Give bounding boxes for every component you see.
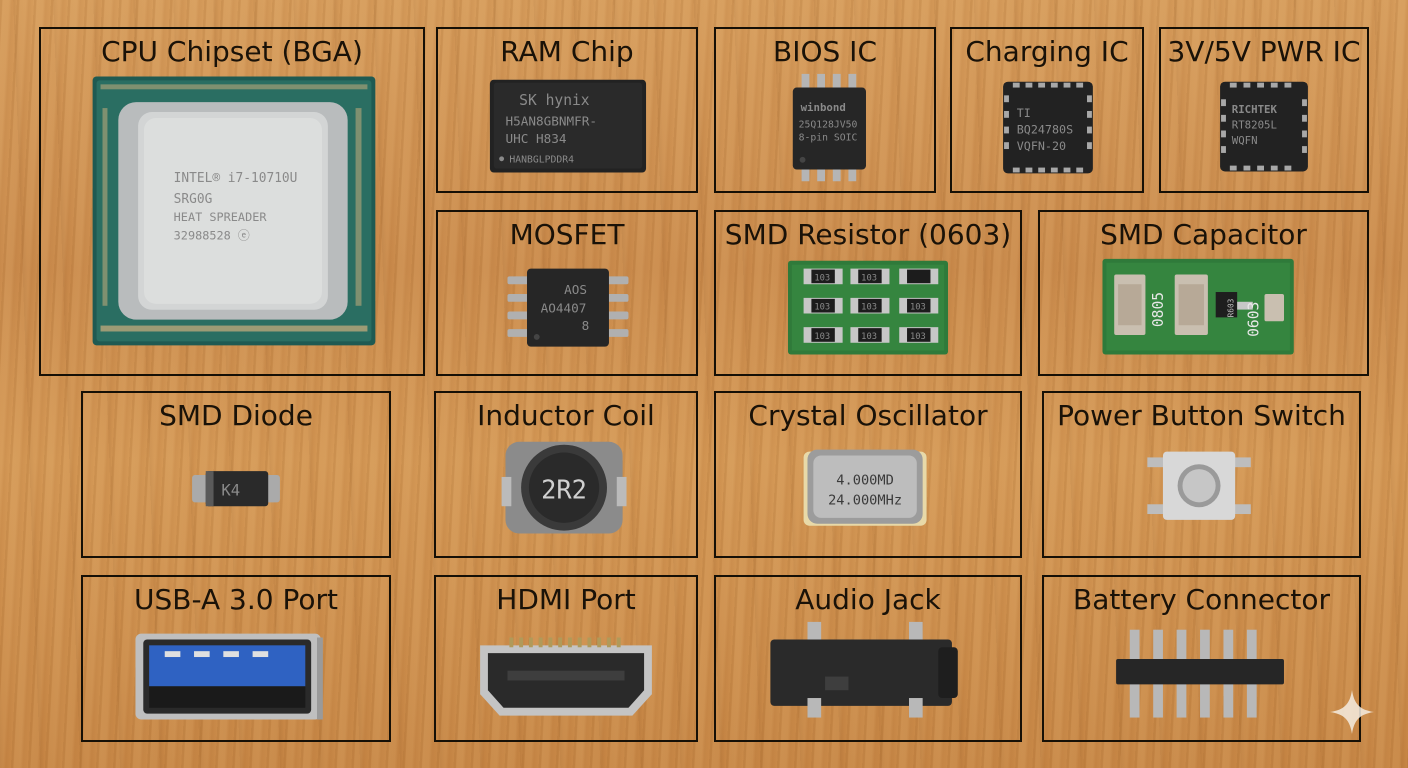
- sparkle-icon: [1330, 690, 1374, 734]
- charging-ic-label: Charging IC: [965, 35, 1129, 68]
- battery-connector-label: Battery Connector: [1073, 583, 1330, 616]
- diode-marking: K4: [221, 481, 240, 499]
- ram-chip-panel: RAM Chip SK hynix H5AN8GBNMFR- UHC H834 …: [436, 27, 698, 193]
- inductor-coil-label: Inductor Coil: [477, 399, 655, 432]
- bios-ic-label: BIOS IC: [773, 35, 877, 68]
- ram-marking-3: UHC H834: [506, 131, 567, 146]
- bios-marking-2: 25Q128JV50: [799, 120, 858, 131]
- inductor-marking: 2R2: [541, 474, 587, 504]
- mosfet-marking-2: AO4407: [541, 301, 587, 316]
- usb-port-panel: USB-A 3.0 Port: [81, 575, 391, 742]
- battery-connector-image: [1116, 629, 1284, 718]
- capacitor-marking-3: 0603: [1246, 302, 1263, 337]
- mosfet-marking-3: 8: [582, 318, 590, 333]
- mosfet-image: AOS AO4407 8: [507, 268, 629, 347]
- bios-marking-1: winbond: [801, 101, 846, 114]
- power-button-image: [1147, 451, 1251, 520]
- smd-diode-label: SMD Diode: [159, 399, 313, 432]
- pwr-marking-2: RT8205L: [1232, 119, 1277, 132]
- svg-text:103: 103: [814, 273, 830, 283]
- smd-resistor-label: SMD Resistor (0603): [724, 218, 1012, 251]
- crystal-marking-1: 4.000MD: [836, 473, 894, 489]
- ram-marking-2: H5AN8GBNMFR-: [506, 114, 598, 129]
- hdmi-port-image: [480, 637, 652, 716]
- pwr-ic-image: RICHTEK RT8205L WQFN: [1220, 81, 1308, 172]
- smd-resistor-image: 103 103 103 103 103 103 103 103: [787, 260, 949, 355]
- charging-marking-1: TI: [1017, 106, 1031, 120]
- mosfet-marking-1: AOS: [564, 282, 587, 297]
- power-button-label: Power Button Switch: [1057, 399, 1346, 432]
- svg-text:103: 103: [814, 303, 830, 313]
- pwr-ic-label: 3V/5V PWR IC: [1167, 35, 1361, 68]
- crystal-marking-2: 24.000MHz: [828, 492, 902, 508]
- smd-diode-panel: SMD Diode K4: [81, 391, 391, 558]
- smd-capacitor-image: 0805 R603 0603: [1102, 258, 1294, 355]
- usb-port-label: USB-A 3.0 Port: [134, 583, 338, 616]
- ram-chip-image: SK hynix H5AN8GBNMFR- UHC H834 HANBGLPDD…: [489, 79, 647, 173]
- power-button-panel: Power Button Switch: [1042, 391, 1361, 558]
- ram-marking-4: HANBGLPDDR4: [509, 155, 574, 166]
- audio-jack-panel: Audio Jack: [714, 575, 1022, 742]
- cpu-chipset-panel: CPU Chipset (BGA) INTEL® i7-10710U SRG0G…: [39, 27, 425, 376]
- inductor-coil-image: 2R2: [501, 441, 627, 534]
- audio-jack-image: [770, 621, 958, 718]
- hdmi-port-panel: HDMI Port: [434, 575, 698, 742]
- smd-capacitor-panel: SMD Capacitor 0805 R603 0603: [1038, 210, 1369, 376]
- battery-connector-panel: Battery Connector: [1042, 575, 1361, 742]
- smd-capacitor-label: SMD Capacitor: [1100, 218, 1307, 251]
- crystal-oscillator-label: Crystal Oscillator: [748, 399, 988, 432]
- crystal-oscillator-image: 4.000MD 24.000MHz: [803, 449, 927, 526]
- inductor-coil-panel: Inductor Coil 2R2: [434, 391, 698, 558]
- hdmi-port-label: HDMI Port: [496, 583, 636, 616]
- pwr-marking-1: RICHTEK: [1232, 103, 1278, 116]
- charging-marking-3: VQFN-20: [1017, 139, 1066, 153]
- svg-text:103: 103: [861, 332, 877, 342]
- svg-text:103: 103: [910, 332, 926, 342]
- mosfet-panel: MOSFET AOS AO4407 8: [436, 210, 698, 376]
- charging-marking-2: BQ24780S: [1017, 122, 1073, 136]
- pwr-marking-3: WQFN: [1232, 134, 1258, 147]
- usb-port-image: [135, 633, 323, 720]
- mosfet-label: MOSFET: [509, 218, 625, 251]
- svg-text:103: 103: [910, 303, 926, 313]
- cpu-chipset-label: CPU Chipset (BGA): [101, 35, 363, 68]
- svg-text:103: 103: [861, 273, 877, 283]
- bios-ic-image: winbond 25Q128JV50 8-pin SOIC: [792, 73, 866, 182]
- cpu-marking-1: INTEL® i7-10710U: [174, 171, 298, 186]
- charging-ic-panel: Charging IC TI BQ24780S VQFN-20: [950, 27, 1144, 193]
- capacitor-marking-2: R603: [1226, 298, 1235, 317]
- pwr-ic-panel: 3V/5V PWR IC RICHTEK RT8205L WQFN: [1159, 27, 1369, 193]
- cpu-chip-image: INTEL® i7-10710U SRG0G HEAT SPREADER 329…: [92, 76, 376, 346]
- bios-ic-panel: BIOS IC winbond 25Q128JV50 8-pin SOIC: [714, 27, 936, 193]
- charging-ic-image: TI BQ24780S VQFN-20: [1003, 81, 1093, 174]
- audio-jack-label: Audio Jack: [795, 583, 941, 616]
- cpu-marking-3: HEAT SPREADER: [174, 210, 268, 224]
- svg-text:103: 103: [861, 303, 877, 313]
- svg-text:103: 103: [814, 332, 830, 342]
- cpu-marking-2: SRG0G: [174, 192, 213, 207]
- cpu-marking-4: 32988528 ⓔ: [174, 229, 250, 243]
- ram-marking-1: SK hynix: [519, 92, 590, 109]
- ram-chip-label: RAM Chip: [500, 35, 634, 68]
- crystal-oscillator-panel: Crystal Oscillator 4.000MD 24.000MHz: [714, 391, 1022, 558]
- capacitor-marking-1: 0805: [1150, 292, 1167, 327]
- bios-marking-3: 8-pin SOIC: [799, 132, 858, 143]
- smd-diode-image: K4: [192, 471, 280, 507]
